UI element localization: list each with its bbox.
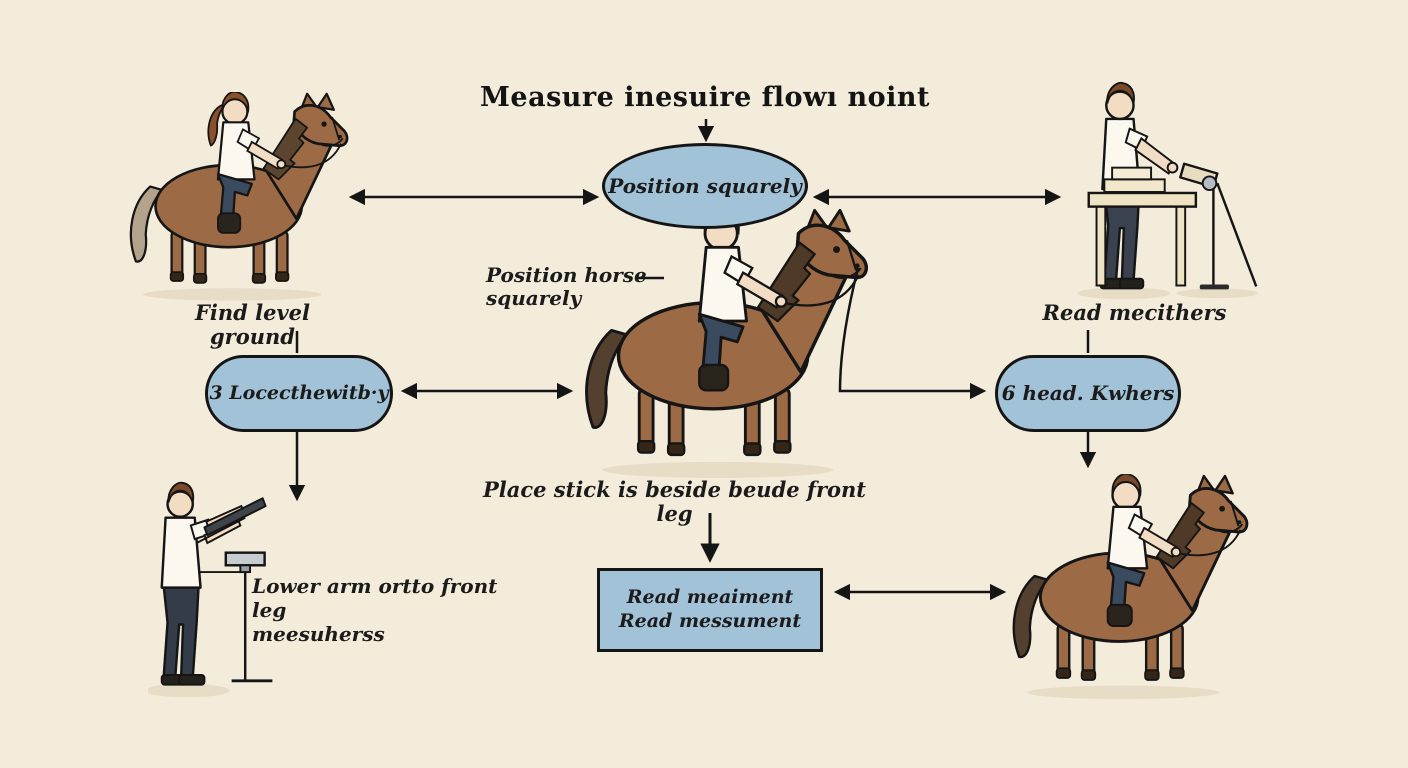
caption-line1: Position horse bbox=[486, 263, 647, 287]
node-label: Position squarely bbox=[608, 173, 802, 198]
caption-place-stick: Place stick is beside beude front leg bbox=[482, 477, 867, 527]
caption-line1: Lower arm ortto front leg bbox=[252, 574, 498, 622]
diagram-title: Measure inesuire flowı noint bbox=[480, 82, 930, 113]
caption-find-level-ground: Find level ground bbox=[194, 300, 311, 350]
caption-read-mecithers: Read mecithers bbox=[1042, 300, 1227, 325]
illustration-woman-riding-horse bbox=[118, 92, 350, 306]
caption-position-horse: Position horse squarely bbox=[486, 264, 666, 310]
illustration-man-riding-horse-bottom-right bbox=[1000, 474, 1250, 705]
node-label: 6 head. Kwhers bbox=[1001, 381, 1175, 405]
node-left-pill: 3 Locecthewitb·y bbox=[205, 355, 393, 432]
node-label-line1: Read meaiment bbox=[626, 586, 794, 609]
node-position-squarely: Position squarely bbox=[602, 143, 808, 229]
illustration-man-at-measuring-table bbox=[1075, 80, 1270, 304]
caption-lower-arm: Lower arm ortto front leg meesuherss bbox=[252, 574, 537, 646]
node-label-line2: Read messument bbox=[618, 610, 802, 632]
illustration-man-riding-horse-center bbox=[570, 208, 870, 485]
node-label: 3 Locecthewitb·y bbox=[209, 381, 389, 404]
caption-line2: squarely bbox=[486, 286, 582, 310]
node-right-pill: 6 head. Kwhers bbox=[995, 355, 1181, 432]
caption-line2: meesuherss bbox=[252, 622, 385, 646]
node-result-box: Read meaiment Read messument bbox=[597, 568, 823, 652]
